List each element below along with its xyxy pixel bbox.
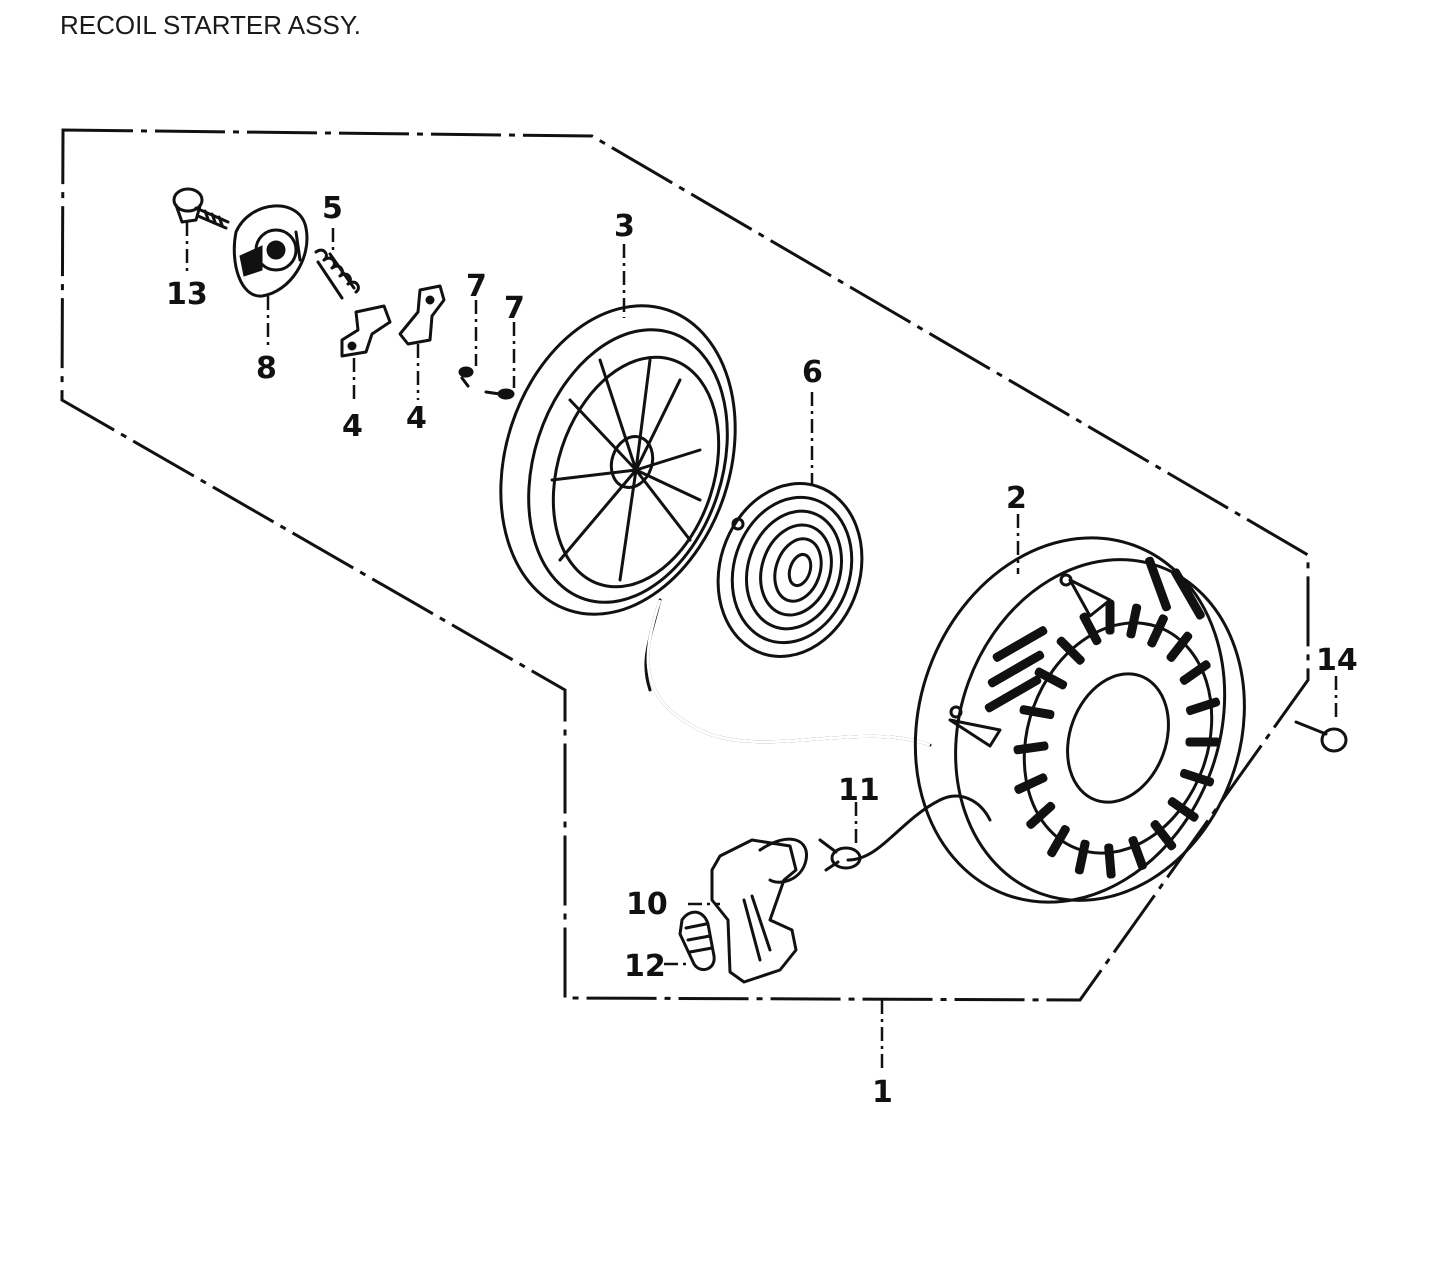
callout-1: 1 — [872, 1075, 893, 1110]
callout-4b: 4 — [406, 401, 427, 436]
callout-5: 5 — [322, 191, 343, 226]
callout-3: 3 — [614, 209, 635, 244]
callout-7a: 7 — [466, 269, 487, 304]
part-7a-clip — [458, 366, 474, 388]
assembly-boundary — [60, 128, 1310, 1002]
page-title: RECOIL STARTER ASSY. — [60, 10, 362, 40]
callout-11: 11 — [838, 773, 880, 808]
callout-2: 2 — [1006, 481, 1027, 516]
part-3-reel — [499, 304, 737, 692]
part-7b-clip — [484, 388, 515, 400]
callout-14: 14 — [1316, 643, 1358, 678]
part-5-spring — [314, 248, 360, 300]
part-2-starter-case — [913, 536, 1246, 904]
callout-6: 6 — [802, 355, 823, 390]
callout-7b: 7 — [504, 291, 525, 326]
part-11-rope-knot — [818, 794, 992, 872]
part-4b-ratchet — [398, 284, 446, 346]
callout-12: 12 — [624, 949, 666, 984]
part-4a-ratchet — [340, 304, 392, 358]
part-13-bolt — [172, 187, 230, 230]
part-12-grip-insert — [678, 910, 716, 972]
callout-10: 10 — [626, 887, 668, 922]
part-14-bolt — [1294, 720, 1348, 753]
part-6-recoil-spring — [716, 482, 864, 658]
part-10-handle — [710, 837, 808, 984]
callout-8: 8 — [256, 351, 277, 386]
callout-4a: 4 — [342, 409, 363, 444]
part-8-ratchet-guide — [232, 204, 309, 298]
callout-13: 13 — [166, 277, 208, 312]
